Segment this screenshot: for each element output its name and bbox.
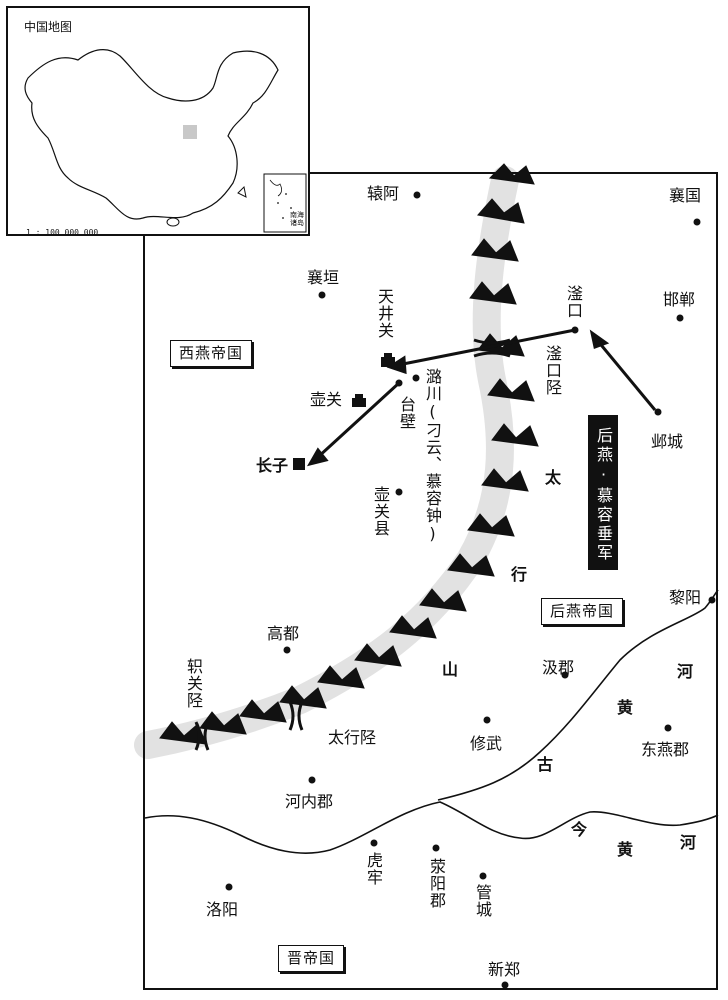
fukou-pass-marker xyxy=(473,338,511,358)
modern-river-char-2: 黄 xyxy=(617,840,634,859)
place-luchuan: 潞川(刁云、慕容钟) xyxy=(423,368,442,544)
region-highlight xyxy=(183,125,197,139)
fortress-tianjingguan xyxy=(381,353,395,367)
inset-title: 中国地图 xyxy=(24,20,73,34)
place-dongyanjun: 东燕郡 xyxy=(641,740,690,759)
army-label: 后燕·慕容垂军 xyxy=(594,427,613,563)
modern-river-char-3: 河 xyxy=(680,833,697,852)
ancient-river-char-2: 河 xyxy=(677,662,694,681)
town-dot xyxy=(225,883,233,891)
place-taihangxing: 太行陉 xyxy=(328,728,377,747)
ancient-river-char-3: 古 xyxy=(537,755,554,774)
state-later-yan: 后燕帝国 xyxy=(541,598,624,625)
place-liaoyang: 辕阿 xyxy=(367,184,400,203)
town-dot xyxy=(708,596,716,604)
place-xiangyuan: 襄垣 xyxy=(307,268,340,287)
place-xiangguo: 襄国 xyxy=(669,186,702,205)
china-inset-map: 中国地图 1 : 100 000 000 南海诸岛 xyxy=(6,6,310,237)
main-map-frame xyxy=(143,172,718,990)
town-dot xyxy=(501,981,509,989)
town-dot xyxy=(479,872,487,880)
inset-scale: 1 : 100 000 000 xyxy=(26,228,99,237)
state-western-yan: 西燕帝国 xyxy=(170,340,253,367)
mountain-char-2: 行 xyxy=(511,565,528,584)
fortress-changzi xyxy=(293,458,305,470)
town-dot xyxy=(693,218,701,226)
taihang-pass-marker xyxy=(288,701,304,731)
town-dot xyxy=(483,716,491,724)
place-hukuanxian: 壶关县 xyxy=(371,486,390,537)
place-luoyang: 洛阳 xyxy=(206,900,239,919)
hainan-island xyxy=(166,217,180,227)
town-dot xyxy=(395,379,403,387)
place-tianjingguan: 天井关 xyxy=(375,288,394,339)
ancient-river-char-1: 黄 xyxy=(617,698,634,717)
town-dot xyxy=(664,724,672,732)
place-hulao: 虎牢 xyxy=(364,852,383,886)
fortress-hukuan xyxy=(352,394,366,407)
town-dot xyxy=(432,844,440,852)
island-dot xyxy=(277,202,279,204)
town-dot xyxy=(561,671,569,679)
china-outline xyxy=(24,49,307,233)
place-xingyangjun: 荥阳郡 xyxy=(427,858,446,909)
place-liyang: 黎阳 xyxy=(669,588,702,607)
mountain-char-3: 山 xyxy=(442,660,459,679)
place-xinzheng: 新郑 xyxy=(488,960,521,979)
place-guancheng: 管城 xyxy=(473,884,492,918)
place-heneijun: 河内郡 xyxy=(285,792,334,811)
island-dot xyxy=(282,217,284,219)
taiwan-island xyxy=(237,185,247,198)
place-hukuan: 壶关 xyxy=(310,390,343,409)
place-jijun: 汲郡 xyxy=(542,658,575,677)
island-dot xyxy=(294,221,296,223)
ancient-yellow-river xyxy=(437,589,719,801)
taihang-mountain-range xyxy=(134,163,539,759)
town-dot xyxy=(413,191,421,199)
modern-river-char-1: 今 xyxy=(571,820,588,839)
zhiguan-pass-marker xyxy=(194,721,210,751)
town-dot xyxy=(370,839,378,847)
town-dots xyxy=(225,191,716,989)
army-movement-arrows xyxy=(306,328,657,467)
town-dot xyxy=(571,326,579,334)
town-dot xyxy=(308,776,316,784)
modern-yellow-river xyxy=(144,801,719,854)
place-fukouxing: 滏口陉 xyxy=(543,345,562,396)
army-label-box: 后燕·慕容垂军 xyxy=(588,415,618,570)
place-zhiguanxing: 轵关陉 xyxy=(184,658,203,709)
place-taibi: 台壁 xyxy=(397,396,416,430)
mountain-char-1: 太 xyxy=(545,468,562,487)
town-dot xyxy=(654,408,662,416)
town-dot xyxy=(318,291,326,299)
place-changzi: 长子 xyxy=(256,456,289,475)
place-yecheng: 邺城 xyxy=(651,432,684,451)
place-xiuwu: 修武 xyxy=(470,734,503,753)
fortress-markers xyxy=(293,353,395,470)
place-handan: 邯郸 xyxy=(663,290,696,309)
island-dot xyxy=(285,193,287,195)
china-border xyxy=(24,49,279,220)
place-fukou: 滏口 xyxy=(564,285,583,319)
south-sea-box xyxy=(263,173,307,233)
town-dot xyxy=(676,314,684,322)
place-gaodu: 高都 xyxy=(267,624,300,643)
state-jin: 晋帝国 xyxy=(278,945,345,972)
town-dot xyxy=(283,646,291,654)
town-dot xyxy=(412,374,420,382)
town-dot xyxy=(395,488,403,496)
south-sea-label: 南海诸岛 xyxy=(290,211,304,227)
island-dot xyxy=(290,207,292,209)
south-sea-coast xyxy=(269,179,282,197)
